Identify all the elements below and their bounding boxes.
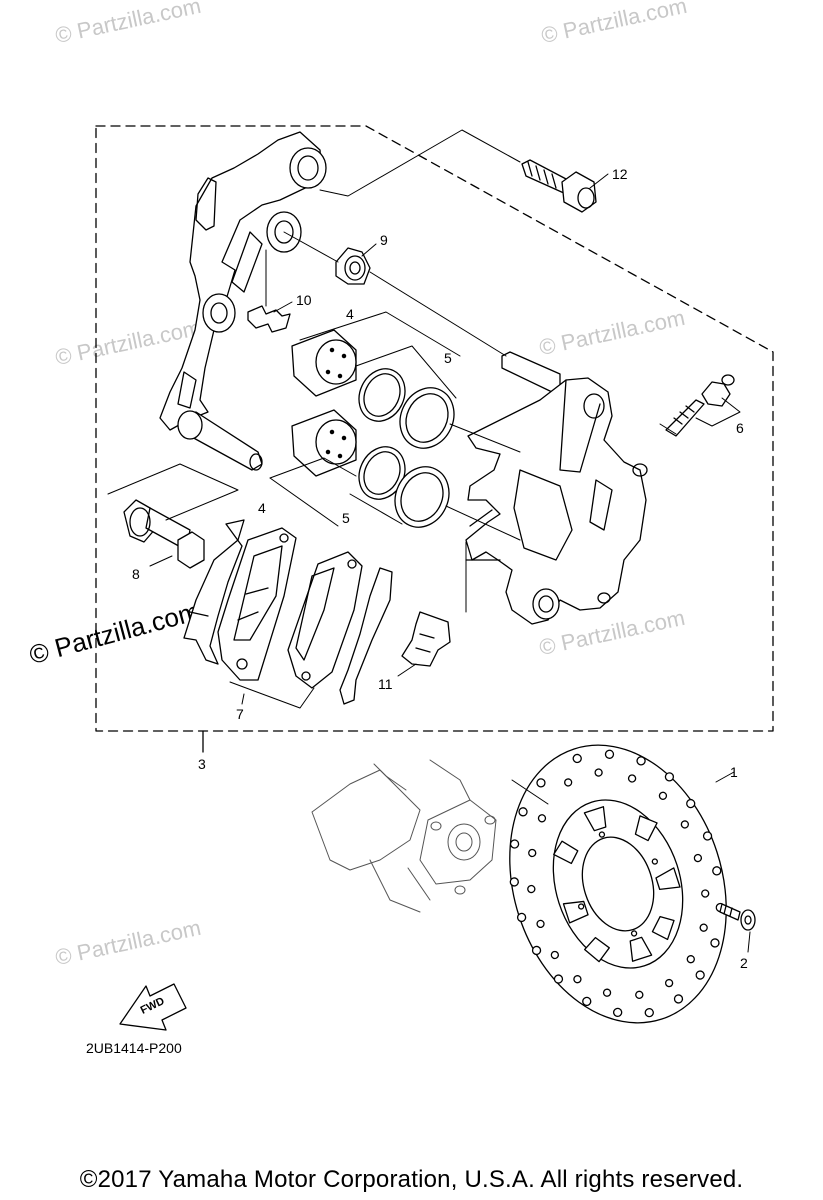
callout-7[interactable]: 7 — [236, 706, 244, 722]
callout-11[interactable]: 11 — [378, 676, 393, 692]
callout-10[interactable]: 10 — [296, 292, 312, 308]
disc-holes — [509, 749, 725, 1018]
bolt-8 — [123, 499, 205, 569]
callout-6[interactable]: 6 — [736, 420, 744, 436]
fwd-arrow-icon — [119, 983, 187, 1031]
brake-disc — [509, 744, 727, 1024]
callout-9[interactable]: 9 — [380, 232, 388, 248]
callout-4-top[interactable]: 4 — [346, 306, 354, 322]
callout-5-top[interactable]: 5 — [444, 350, 452, 366]
callout-8[interactable]: 8 — [132, 566, 140, 582]
callout-4-bottom[interactable]: 4 — [258, 500, 266, 516]
piston-upper — [291, 329, 357, 397]
brake-pad-left — [217, 527, 297, 681]
leader-lines — [107, 129, 751, 953]
callout-12[interactable]: 12 — [612, 166, 628, 182]
bleed-screw-6 — [665, 374, 735, 437]
seal-2 — [399, 387, 455, 449]
boot-9 — [335, 247, 371, 285]
disc-cutouts — [553, 806, 681, 963]
clip-11 — [401, 611, 451, 667]
seal-4 — [394, 466, 450, 528]
wheel-hub — [311, 759, 497, 913]
caliper-bracket — [159, 131, 327, 471]
diagram-code: 2UB1414-P200 — [86, 1040, 182, 1056]
clip-10 — [247, 305, 291, 333]
piston-lower — [291, 409, 357, 477]
callout-5-bottom[interactable]: 5 — [342, 510, 350, 526]
callout-1[interactable]: 1 — [730, 764, 738, 780]
bolt-12 — [521, 159, 597, 213]
callout-2[interactable]: 2 — [740, 955, 748, 971]
seal-3 — [358, 446, 406, 500]
caliper-body — [465, 351, 648, 625]
seal-1 — [358, 368, 406, 422]
copyright-footer: ©2017 Yamaha Motor Corporation, U.S.A. A… — [79, 1166, 744, 1193]
pad-spring-left — [183, 519, 245, 665]
brake-pad-right — [287, 551, 363, 689]
assembly-boundary — [95, 125, 774, 732]
callout-3[interactable]: 3 — [198, 756, 206, 772]
disc-bolt-2 — [719, 903, 756, 931]
pad-spring-right — [339, 567, 393, 705]
